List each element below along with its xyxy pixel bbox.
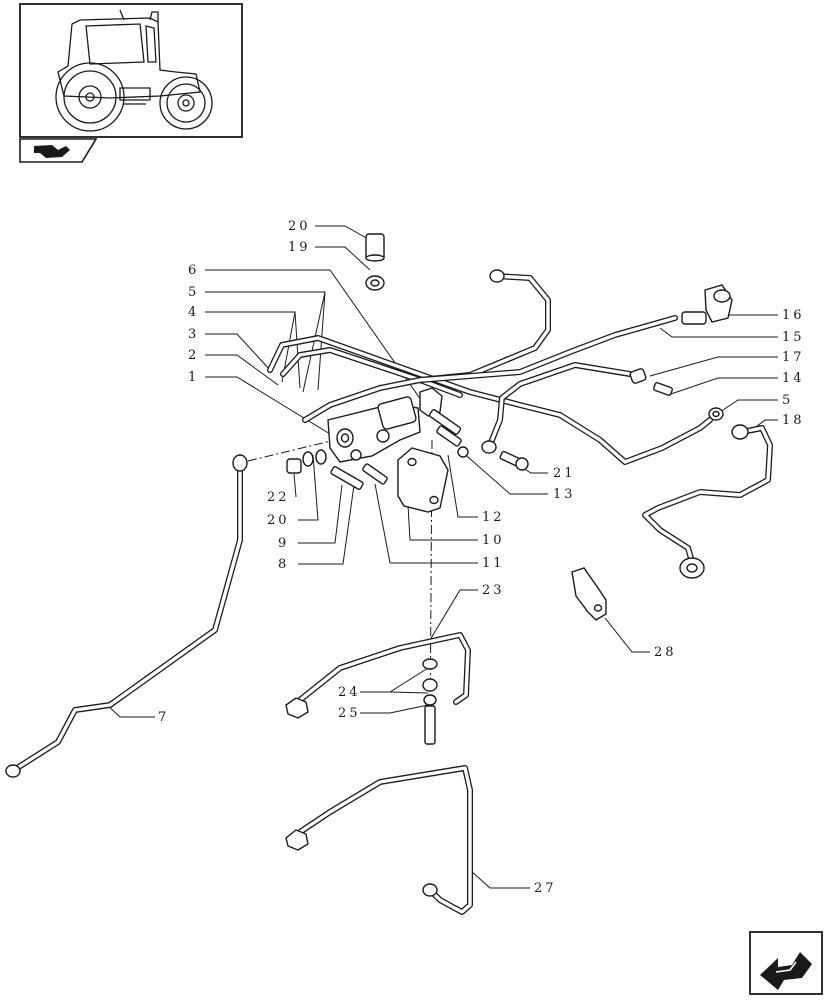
callout-25: 25 bbox=[338, 706, 361, 721]
hydraulic-section-icon[interactable] bbox=[19, 138, 98, 163]
callout-23: 23 bbox=[482, 583, 505, 598]
callout-17: 17 bbox=[782, 350, 805, 365]
callout-11: 11 bbox=[482, 556, 505, 571]
callout-10: 10 bbox=[482, 533, 505, 548]
tractor-thumbnail-icon[interactable] bbox=[19, 3, 243, 138]
callout-28: 28 bbox=[654, 645, 677, 660]
callout-20-top: 20 bbox=[288, 219, 311, 234]
callout-20-lower: 20 bbox=[267, 513, 290, 528]
pipe-assembly bbox=[11, 273, 773, 915]
next-page-arrow-icon[interactable] bbox=[749, 931, 823, 995]
callout-6: 6 bbox=[188, 263, 199, 278]
callout-21: 21 bbox=[553, 466, 576, 481]
callout-8: 8 bbox=[278, 557, 289, 572]
fittings bbox=[5, 233, 749, 897]
callout-15: 15 bbox=[782, 330, 805, 345]
callout-12: 12 bbox=[482, 510, 505, 525]
callout-18: 18 bbox=[782, 413, 805, 428]
callout-14: 14 bbox=[782, 371, 805, 386]
callout-13: 13 bbox=[553, 487, 576, 502]
callout-4: 4 bbox=[188, 305, 199, 320]
callout-5-left: 5 bbox=[188, 285, 199, 300]
callout-16: 16 bbox=[782, 308, 805, 323]
leader-lines bbox=[106, 225, 778, 889]
callout-labels: 20 19 6 5 4 3 2 1 16 15 17 14 5 18 21 13… bbox=[158, 219, 805, 896]
callout-22: 22 bbox=[267, 490, 290, 505]
callout-5-right: 5 bbox=[782, 393, 793, 408]
callout-2: 2 bbox=[188, 348, 199, 363]
callout-7: 7 bbox=[158, 710, 169, 725]
callout-24: 24 bbox=[338, 685, 361, 700]
callout-19: 19 bbox=[288, 240, 311, 255]
callout-27: 27 bbox=[534, 881, 557, 896]
callout-9: 9 bbox=[278, 536, 289, 551]
callout-1: 1 bbox=[188, 370, 199, 385]
callout-3: 3 bbox=[188, 327, 199, 342]
